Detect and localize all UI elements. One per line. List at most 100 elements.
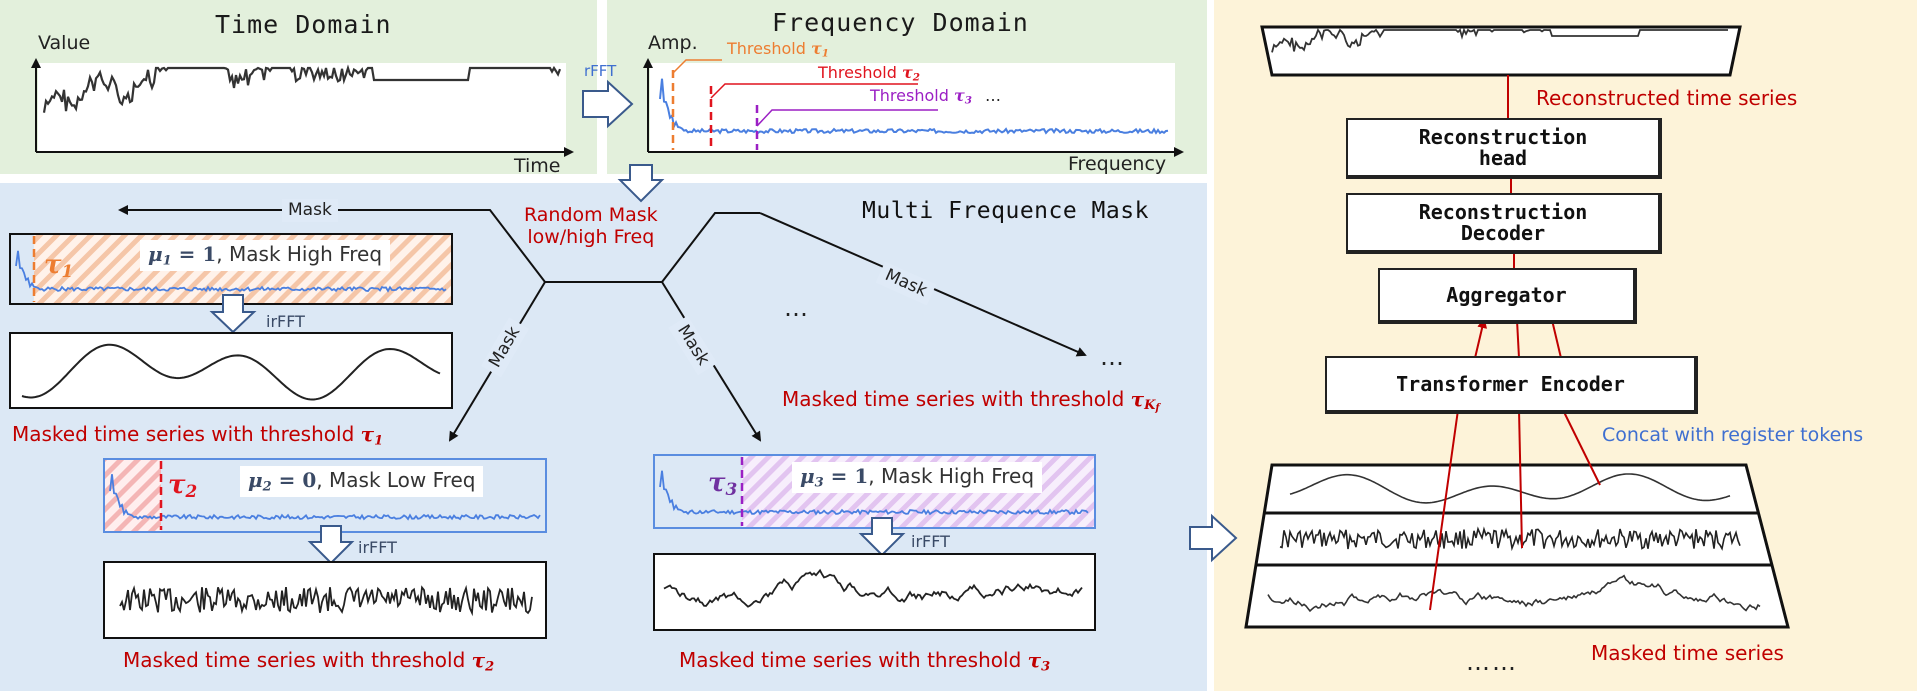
branch2-caption: Masked time series with threshold τ2 <box>123 650 494 673</box>
threshold-word-3: Threshold <box>870 86 949 105</box>
branch-right-line <box>661 212 760 283</box>
stack-wave-2 <box>1279 526 1741 552</box>
freq-plot-area <box>650 63 1175 151</box>
threshold-2-label: Threshold τ2 <box>818 65 920 83</box>
freq-x-label: Frequency <box>1068 153 1167 175</box>
random-mask-line1: Random Mask <box>524 204 658 226</box>
spectrum-line <box>659 78 1169 135</box>
branch3-spectrum <box>659 470 1089 516</box>
branch1-irfft: irFFT <box>266 312 305 331</box>
branch1-tau: τ1 <box>44 252 73 280</box>
token-line-enc-2 <box>1518 409 1523 549</box>
to-model-arrow <box>1189 513 1238 563</box>
branch1-mu-val: = 1 <box>178 242 217 266</box>
branch2-caption-tau: τ2 <box>471 648 495 675</box>
branch2-caption-text: Masked time series with threshold <box>123 648 472 672</box>
reconstruction-decoder-line2: Decoder <box>1460 220 1546 245</box>
branch2-desc: , Mask Low Freq <box>316 468 476 492</box>
tau3-sub: 3 <box>964 94 972 107</box>
branch3-caption-tau: τ3 <box>1028 648 1051 675</box>
rfft-arrow <box>582 79 634 129</box>
tau1-sub: 1 <box>821 47 829 60</box>
reconstruction-head-line2: head <box>1478 145 1528 170</box>
branch1-caption-tau: τ1 <box>360 422 384 447</box>
branch1-caption: Masked time series with threshold τ1 <box>12 424 383 447</box>
branch3-desc: , Mask High Freq <box>868 464 1035 488</box>
branch2-mu-glyph: μ <box>248 468 263 492</box>
branch2-caption-tau-sub: 2 <box>485 659 495 675</box>
branch2-caption-tau-glyph: τ <box>471 648 486 672</box>
branch2-tau: τ2 <box>168 472 197 500</box>
branch3-mu: μ3 = 1 <box>800 464 869 491</box>
token-line-agg-2 <box>1551 319 1562 359</box>
stack-wave-3 <box>1267 574 1761 613</box>
branch2-irfft: irFFT <box>358 538 397 557</box>
branch2-tau-glyph: τ <box>168 470 186 500</box>
time-plot-area <box>38 63 566 151</box>
branch1-caption-tau-glyph: τ <box>360 422 375 446</box>
branch1-tau-glyph: τ <box>44 250 62 280</box>
tau3-glyph: τ <box>953 86 965 105</box>
multi-mask-title: Multi Frequence Mask <box>862 198 1149 224</box>
token-line-agg-1 <box>1516 319 1520 359</box>
tau1-symbol: τ1 <box>810 39 829 60</box>
branch-k-sub-k: K <box>1144 398 1156 414</box>
branch3-wave-box <box>653 553 1096 631</box>
branch1-mu-label: μ1 = 1, Mask High Freq <box>140 240 391 272</box>
time-series-line <box>42 64 562 113</box>
branch-k-caption-tau-sub: Kf <box>1144 398 1160 413</box>
branch3-mu-sub: 3 <box>814 475 824 491</box>
tau2-symbol: τ2 <box>902 63 920 83</box>
mask-tag-left: Mask <box>282 199 338 222</box>
time-x-label: Time <box>514 155 561 177</box>
reconstruction-decoder-line1: Reconstruction <box>1418 199 1588 224</box>
threshold-word-1: Threshold <box>727 39 806 58</box>
reconstructed-series-box <box>1260 25 1742 77</box>
branch1-irfft-arrow <box>209 294 257 334</box>
stack-wave-1 <box>1289 473 1731 504</box>
branch1-wave <box>21 343 441 401</box>
branch-k-caption-text: Masked time series with threshold <box>782 387 1131 411</box>
branch1-wave-box <box>9 332 453 409</box>
reconstructed-label: Reconstructed time series <box>1536 86 1798 110</box>
aggregator-box: Aggregator <box>1378 268 1637 324</box>
threshold-3-leader <box>756 109 938 127</box>
token-line-enc-3 <box>1562 409 1601 486</box>
branch2-mu-label: μ2 = 0, Mask Low Freq <box>240 466 484 498</box>
masked-series-label: Masked time series <box>1591 641 1784 665</box>
branch3-caption-text: Masked time series with threshold <box>679 648 1028 672</box>
branch-k-dots-mid: … <box>784 294 808 322</box>
branch1-mu-glyph: μ <box>148 242 163 266</box>
branch2-spectrum <box>109 474 541 521</box>
branch2-mask-region <box>104 459 161 532</box>
branch-k-sub-f: f <box>1155 403 1160 415</box>
frequency-domain-title: Frequency Domain <box>772 8 1029 37</box>
branch1-desc: , Mask High Freq <box>216 242 383 266</box>
branch1-spectrum <box>15 250 447 293</box>
rfft-label: rFFT <box>584 62 617 80</box>
stack-dots: …… <box>1466 648 1518 676</box>
branch3-irfft-arrow <box>858 517 906 557</box>
branch-left-line <box>290 209 546 283</box>
branch2-irfft-arrow <box>307 525 355 565</box>
branch3-wave <box>663 568 1083 608</box>
tau1-glyph: τ <box>810 39 822 58</box>
branch3-caption-tau-sub: 3 <box>1041 659 1051 675</box>
branch-k-caption-tau: τKf <box>1130 387 1160 414</box>
reconstruction-head-line1: Reconstruction <box>1418 124 1588 149</box>
branch-k-caption-tau-glyph: τ <box>1130 387 1145 411</box>
branch-k-caption: Masked time series with threshold τKf <box>782 389 1160 414</box>
branch3-caption: Masked time series with threshold τ3 <box>679 650 1050 673</box>
time-y-label: Value <box>38 32 91 54</box>
branch3-mu-label: μ3 = 1, Mask High Freq <box>792 462 1043 494</box>
threshold-word-2: Threshold <box>818 63 897 82</box>
freq-y-label: Amp. <box>648 32 698 54</box>
branch3-mu-val: = 1 <box>830 464 869 488</box>
branch3-mu-glyph: μ <box>800 464 815 488</box>
